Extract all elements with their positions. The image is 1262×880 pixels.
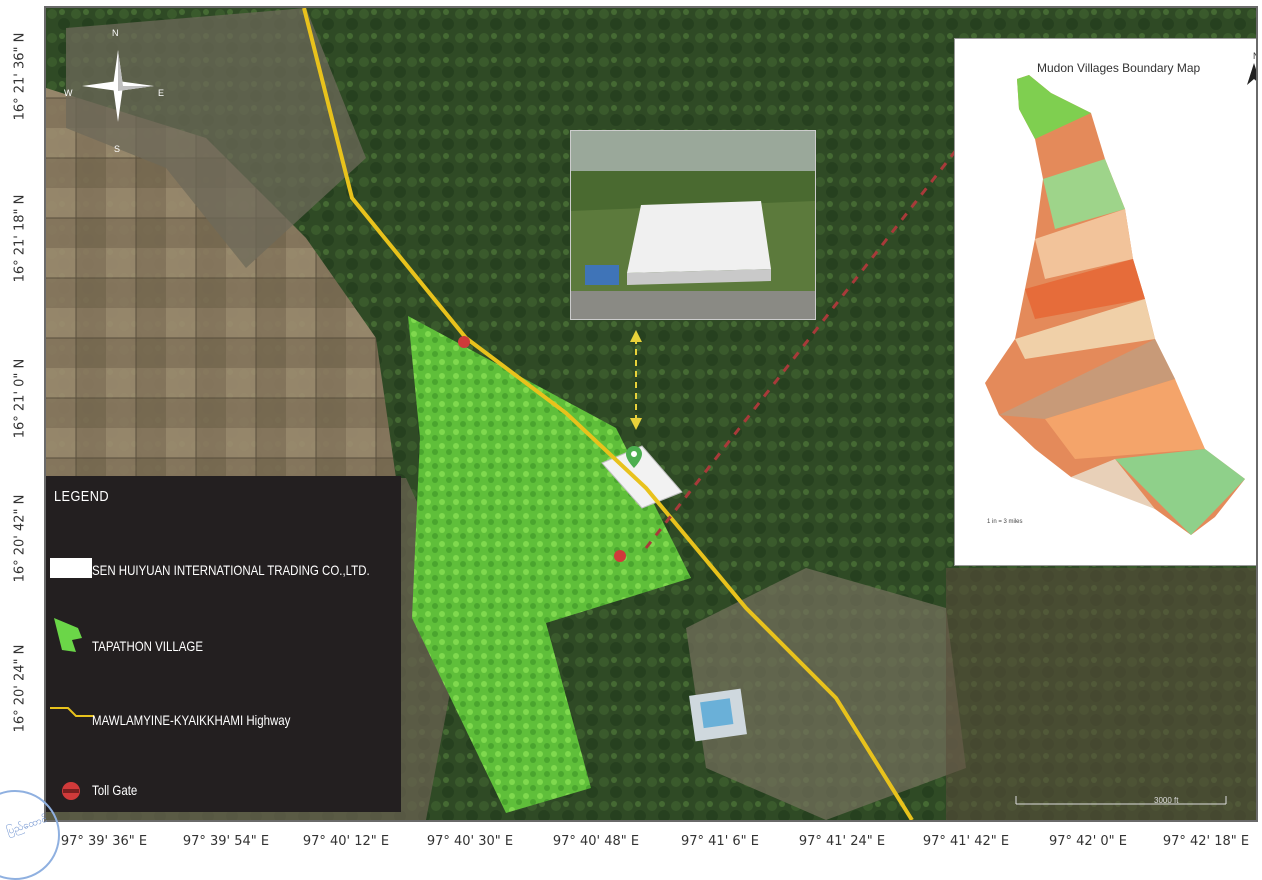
longitude-label: 97° 39' 36" E: [60, 834, 148, 849]
legend-item-village: TAPATHON VILLAGE: [92, 638, 204, 654]
mudon-boundary-map: [985, 75, 1245, 535]
latitude-label: 16° 21' 18" N: [12, 194, 28, 282]
inset-north-label: N: [1253, 51, 1256, 61]
longitude-label: 97° 41' 6" E: [680, 834, 760, 849]
latitude-label: 16° 20' 24" N: [12, 644, 28, 732]
latitude-label: 16° 20' 42" N: [12, 494, 28, 582]
village-region: [1015, 299, 1155, 359]
legend-item-toll-gate: Toll Gate: [92, 782, 138, 798]
longitude-label: 97° 40' 48" E: [552, 834, 640, 849]
toll-gate-icon: [62, 782, 80, 800]
longitude-label: 97° 40' 30" E: [426, 834, 514, 849]
scale-bar-label: 3000 ft: [1154, 796, 1179, 805]
longitude-label: 97° 40' 12" E: [302, 834, 390, 849]
longitude-label: 97° 41' 42" E: [922, 834, 1010, 849]
arrow-head-down-icon: [630, 418, 642, 430]
inset-link-arrow: [644, 139, 966, 549]
latitude-label: 16° 21' 0" N: [12, 358, 28, 438]
latitude-label: 16° 21' 36" N: [12, 32, 28, 120]
longitude-label: 97° 42' 0" E: [1048, 834, 1128, 849]
compass-rose-icon: [82, 50, 154, 122]
dry-land: [946, 568, 1256, 820]
compass-east-label: E: [158, 88, 165, 98]
factory-photo-image: [571, 131, 815, 319]
settlement-area: [686, 568, 966, 820]
building: [700, 698, 734, 729]
factory-aerial-photo[interactable]: [570, 130, 816, 320]
longitude-label: 97° 41' 24" E: [798, 834, 886, 849]
legend-item-highway: MAWLAMYINE-KYAIKKHAMI Highway: [92, 712, 291, 728]
village-region: [1043, 159, 1125, 229]
compass-south-label: S: [114, 144, 121, 154]
toll-gate-marker[interactable]: [614, 550, 626, 562]
legend-item-company: SEN HUIYUAN INTERNATIONAL TRADING CO.,LT…: [92, 562, 370, 578]
village-polygon-icon: [54, 618, 82, 652]
village-region: [1071, 459, 1155, 509]
village-region: [999, 339, 1175, 419]
legend-title: LEGEND: [54, 488, 109, 505]
compass-west-label: W: [64, 88, 73, 98]
village-region: [1025, 259, 1145, 319]
highway-line-icon: [50, 707, 94, 717]
village-region: [1045, 379, 1205, 459]
arrow-head-up-icon: [630, 330, 642, 342]
map-legend: LEGEND SEN HUIYUAN INTERNATIONAL TRADING…: [46, 476, 401, 812]
toll-gate-marker[interactable]: [458, 336, 470, 348]
compass-north-label: N: [112, 28, 119, 38]
village-region: [1115, 449, 1245, 535]
farmland: [46, 88, 396, 478]
tapathon-village-highlight: [1017, 75, 1091, 139]
town-area: [66, 8, 366, 268]
inset-map-title: Mudon Villages Boundary Map: [1037, 61, 1201, 75]
location-pin-dot: [631, 451, 637, 457]
inset-map-panel[interactable]: Mudon Villages Boundary Map N 1 in = 3 m…: [954, 38, 1256, 566]
north-arrow-icon: [1247, 63, 1256, 85]
longitude-label: 97° 39' 54" E: [182, 834, 270, 849]
inset-scale-label: 1 in = 3 miles: [987, 519, 1023, 525]
legend-company-swatch: [50, 558, 92, 578]
longitude-label: 97° 42' 18" E: [1162, 834, 1250, 849]
highway-line[interactable]: [302, 8, 914, 820]
village-region: [1035, 209, 1133, 279]
tapathon-village-polygon[interactable]: [408, 316, 691, 813]
